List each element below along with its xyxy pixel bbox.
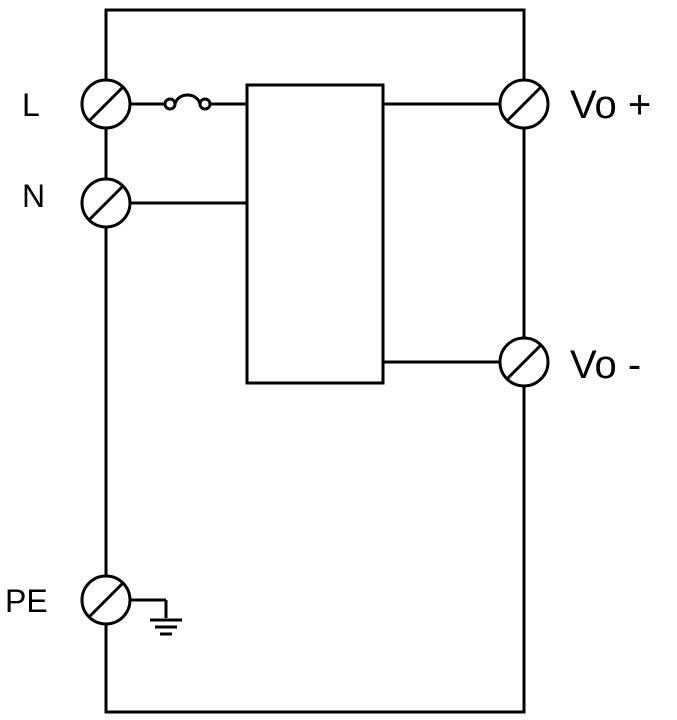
label-n: N — [22, 178, 45, 214]
label-pe: PE — [5, 583, 48, 619]
ground-icon — [130, 598, 182, 636]
terminal-vo-minus — [498, 336, 550, 388]
fuse-icon — [163, 93, 212, 111]
label-l: L — [22, 87, 40, 123]
label-vo-plus: Vo + — [570, 83, 651, 127]
terminal-vo-plus — [498, 78, 550, 130]
label-vo-minus: Vo - — [570, 343, 641, 387]
converter-block — [245, 83, 385, 385]
terminal-pe — [80, 574, 132, 626]
terminal-l — [80, 78, 132, 130]
terminal-n — [80, 177, 132, 229]
